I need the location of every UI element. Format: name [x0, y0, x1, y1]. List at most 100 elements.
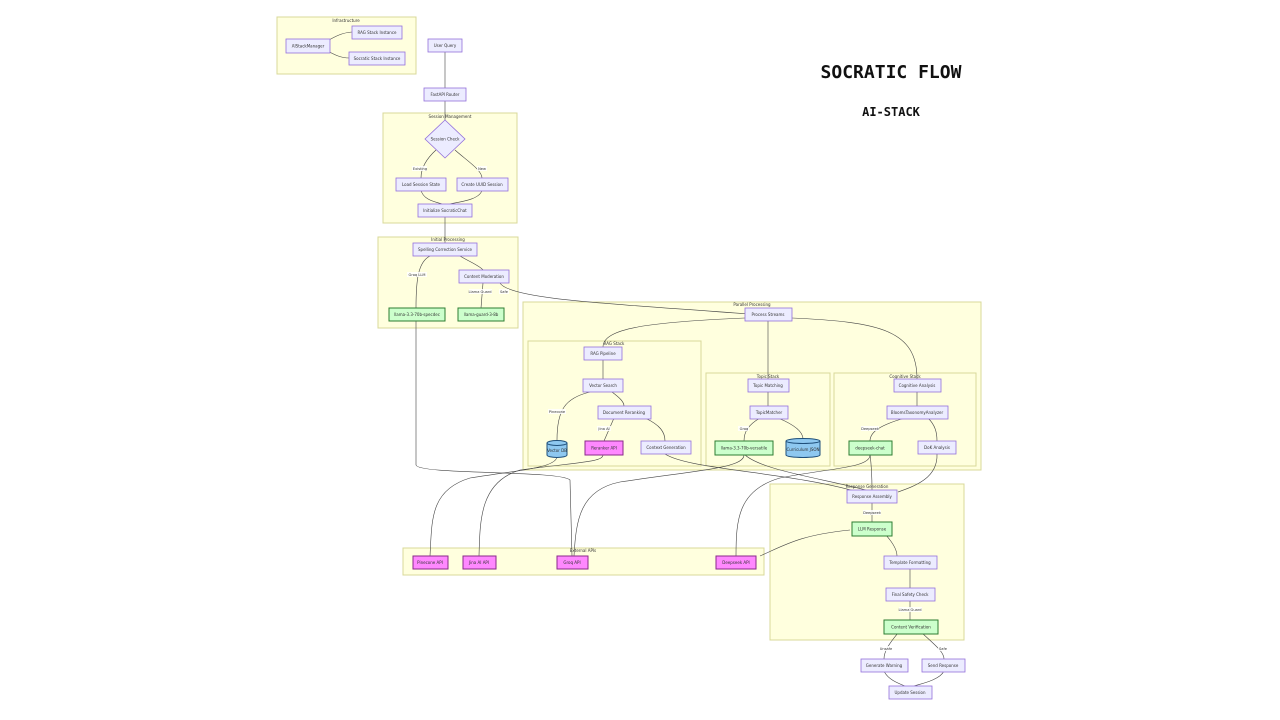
- edge-label-deepseek-2: Deepseek: [863, 511, 882, 515]
- node-cognitive-analysis[interactable]: Cognitive Analysis: [893, 378, 942, 393]
- node-blooms-analyzer[interactable]: BloomsTaxonomyAnalyzer: [886, 405, 949, 420]
- edge-label-new: New: [478, 167, 486, 171]
- edge: [611, 391, 625, 407]
- edge: [499, 282, 749, 315]
- edge: [449, 189, 483, 205]
- svg-text:Topic Matching: Topic Matching: [752, 383, 783, 388]
- svg-text:Socratic Stack Instance: Socratic Stack Instance: [354, 56, 401, 61]
- node-curriculum-json[interactable]: Curriculum JSON: [785, 438, 821, 458]
- cluster-label: Initial Processing: [431, 237, 465, 242]
- edge-label-deepseek: Deepseek: [861, 427, 880, 431]
- svg-text:Spelling Correction Service: Spelling Correction Service: [418, 247, 473, 252]
- svg-text:LLM Response: LLM Response: [858, 527, 887, 532]
- node-rag-stack-instance[interactable]: RAG Stack Instance: [351, 25, 403, 40]
- svg-text:AIStackManager: AIStackManager: [292, 44, 325, 49]
- svg-text:Process Streams: Process Streams: [751, 312, 784, 317]
- edge: [883, 670, 906, 687]
- node-topic-matcher[interactable]: TopicMatcher: [749, 405, 789, 420]
- edge-label-safe-2: Safe: [939, 647, 948, 651]
- node-topic-matching[interactable]: Topic Matching: [747, 378, 790, 393]
- node-vector-search[interactable]: Vector Search: [582, 378, 624, 393]
- cluster-label: Cognitive Stack: [889, 374, 921, 379]
- node-process-streams[interactable]: Process Streams: [744, 307, 793, 322]
- cluster-label: External APIs: [570, 548, 596, 553]
- node-llama-versatile[interactable]: llama-3.3-70b-versatile: [714, 440, 774, 456]
- svg-text:Vector DB: Vector DB: [547, 448, 567, 453]
- node-update-session[interactable]: Update Session: [888, 685, 933, 700]
- svg-text:llama-guard-3-8b: llama-guard-3-8b: [464, 312, 499, 317]
- node-fastapi-router[interactable]: FastAPI Router: [423, 87, 467, 102]
- node-socratic-stack-instance[interactable]: Socratic Stack Instance: [348, 51, 406, 66]
- node-load-session-state[interactable]: Load Session State: [395, 177, 447, 192]
- node-document-reranking[interactable]: Document Reranking: [597, 405, 652, 420]
- edge: [735, 454, 871, 557]
- svg-text:RAG Pipeline: RAG Pipeline: [590, 351, 616, 356]
- node-deepseek-api[interactable]: Deepseek API: [715, 555, 757, 570]
- node-rag-pipeline[interactable]: RAG Pipeline: [583, 346, 623, 361]
- node-deepseek-chat[interactable]: deepseek-chat: [848, 440, 893, 456]
- edge: [602, 317, 746, 348]
- edge-label-existing: Existing: [413, 167, 427, 171]
- edge: [897, 453, 938, 493]
- node-jina-ai-api[interactable]: Jina AI API: [462, 555, 497, 570]
- edge-label-groq-llm: Groq LLM: [409, 273, 426, 277]
- edges: [317, 31, 945, 687]
- edge: [459, 255, 484, 271]
- svg-text:Jina AI API: Jina AI API: [468, 560, 489, 565]
- svg-text:RAG Stack Instance: RAG Stack Instance: [357, 30, 397, 35]
- node-llama-specdec[interactable]: llama-3.3-70b-specdec: [388, 307, 446, 322]
- node-final-safety-check[interactable]: Final Safety Check: [885, 587, 936, 602]
- node-pinecone-api[interactable]: Pinecone API: [412, 555, 449, 570]
- svg-text:Context Generation: Context Generation: [646, 445, 686, 450]
- edge-labels: Existing New Groq LLM Llama Guard Safe P…: [407, 166, 948, 651]
- cluster-label: Parallel Processing: [733, 302, 771, 307]
- edge: [759, 529, 851, 557]
- node-content-moderation[interactable]: Content Moderation: [458, 269, 510, 284]
- node-response-assembly[interactable]: Response Assembly: [846, 489, 898, 504]
- node-reranker-api[interactable]: Reranker API: [584, 440, 624, 456]
- edge: [573, 454, 745, 557]
- svg-text:Document Reranking: Document Reranking: [603, 410, 646, 415]
- svg-text:DoK Analysis: DoK Analysis: [924, 445, 950, 450]
- cluster-label: Response Generation: [846, 484, 889, 489]
- edge-label-pinecone: Pinecone: [549, 410, 566, 414]
- svg-text:Create UUID Session: Create UUID Session: [461, 182, 503, 187]
- edge: [478, 454, 604, 557]
- node-session-check[interactable]: Session Check: [424, 119, 466, 159]
- cluster-label: Infrastructure: [332, 18, 360, 23]
- svg-text:Response Assembly: Response Assembly: [852, 494, 892, 499]
- node-vector-db[interactable]: Vector DB: [546, 440, 568, 458]
- nodes: AIStackManager RAG Stack Instance Socrat…: [285, 25, 966, 700]
- node-content-verification[interactable]: Content Verification: [883, 619, 939, 635]
- edge: [420, 149, 437, 179]
- svg-text:Load Session State: Load Session State: [402, 182, 441, 187]
- svg-text:Content Verification: Content Verification: [891, 625, 931, 630]
- edge: [429, 456, 558, 557]
- node-llm-response[interactable]: LLM Response: [851, 521, 893, 537]
- node-send-response[interactable]: Send Response: [921, 658, 966, 673]
- node-dok-analysis[interactable]: DoK Analysis: [917, 440, 957, 455]
- node-llama-guard[interactable]: llama-guard-3-8b: [457, 307, 505, 322]
- node-context-generation[interactable]: Context Generation: [640, 440, 692, 455]
- node-initialize-socratic-chat[interactable]: Initialize SocraticChat: [417, 203, 473, 218]
- svg-text:Template Formatting: Template Formatting: [888, 560, 931, 565]
- edge: [884, 533, 898, 557]
- node-ai-stack-manager[interactable]: AIStackManager: [285, 38, 331, 54]
- edge: [777, 417, 804, 440]
- cluster-label: Session Management: [429, 114, 472, 119]
- node-create-uuid-session[interactable]: Create UUID Session: [456, 177, 509, 192]
- edge-label-safe: Safe: [500, 290, 509, 294]
- edge: [743, 453, 867, 491]
- node-generate-warning[interactable]: Generate Warning: [860, 658, 909, 673]
- edge-label-llama-guard: Llama Guard: [468, 290, 491, 294]
- svg-text:Send Response: Send Response: [928, 663, 959, 668]
- svg-text:Initialize SocraticChat: Initialize SocraticChat: [423, 208, 467, 213]
- node-groq-api[interactable]: Groq API: [556, 555, 589, 570]
- node-template-formatting[interactable]: Template Formatting: [883, 555, 938, 570]
- node-spelling-correction[interactable]: Spelling Correction Service: [412, 242, 478, 257]
- page-title: SOCRATIC FLOW: [821, 62, 962, 83]
- node-user-query[interactable]: User Query: [427, 38, 463, 53]
- edge-label-llama-guard-2: Llama Guard: [898, 608, 921, 612]
- edge: [415, 321, 573, 557]
